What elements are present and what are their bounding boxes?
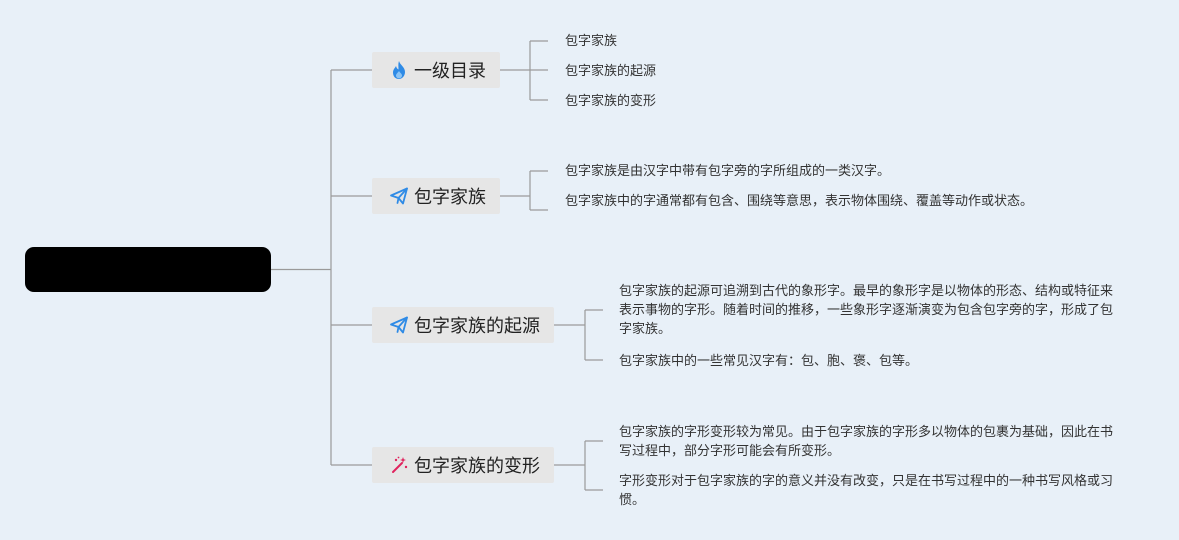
branch-label: 包字家族的变形 bbox=[414, 456, 540, 477]
leaf-item[interactable]: 包字家族中的一些常见汉字有：包、胞、褒、包等。 bbox=[619, 354, 919, 369]
branch-node-bao-family[interactable]: 包字家族 bbox=[372, 178, 500, 214]
root-node[interactable] bbox=[25, 247, 271, 292]
paper-plane-icon bbox=[389, 186, 409, 206]
branch-3-leaf-connectors bbox=[554, 309, 603, 361]
branch-node-origin[interactable]: 包字家族的起源 bbox=[372, 307, 554, 343]
paper-plane-icon bbox=[389, 315, 409, 335]
leaf-item[interactable]: 字形变形对于包字家族的字的意义并没有改变，只是在书写过程中的一种书写风格或习惯。 bbox=[619, 474, 1114, 508]
branch-1-leaf-connectors bbox=[500, 40, 548, 101]
branch-label: 包字家族的起源 bbox=[414, 316, 540, 337]
leaf-item[interactable]: 包字家族的起源可追溯到古代的象形字。最早的象形字是以物体的形态、结构或特征来表示… bbox=[619, 284, 1114, 337]
branch-node-table-of-contents[interactable]: 一级目录 bbox=[372, 52, 500, 88]
branch-label: 包字家族 bbox=[414, 187, 486, 208]
magic-wand-icon bbox=[389, 455, 409, 475]
branch-2-leaf-connectors bbox=[500, 170, 548, 211]
branch-node-variation[interactable]: 包字家族的变形 bbox=[372, 447, 554, 483]
leaf-item[interactable]: 包字家族是由汉字中带有包字旁的字所组成的一类汉字。 bbox=[565, 164, 891, 179]
branch-label: 一级目录 bbox=[414, 61, 486, 82]
fire-icon bbox=[389, 60, 409, 80]
leaf-item[interactable]: 包字家族的变形 bbox=[565, 94, 657, 109]
branch-4-leaf-connectors bbox=[554, 440, 603, 491]
leaf-item[interactable]: 包字家族的字形变形较为常见。由于包字家族的字形多以物体的包裹为基础，因此在书写过… bbox=[619, 425, 1114, 459]
leaf-item[interactable]: 包字家族 bbox=[565, 34, 618, 49]
leaf-item[interactable]: 包字家族的起源 bbox=[565, 64, 657, 79]
leaf-item[interactable]: 包字家族中的字通常都有包含、围绕等意思，表示物体围绕、覆盖等动作或状态。 bbox=[565, 194, 1034, 209]
